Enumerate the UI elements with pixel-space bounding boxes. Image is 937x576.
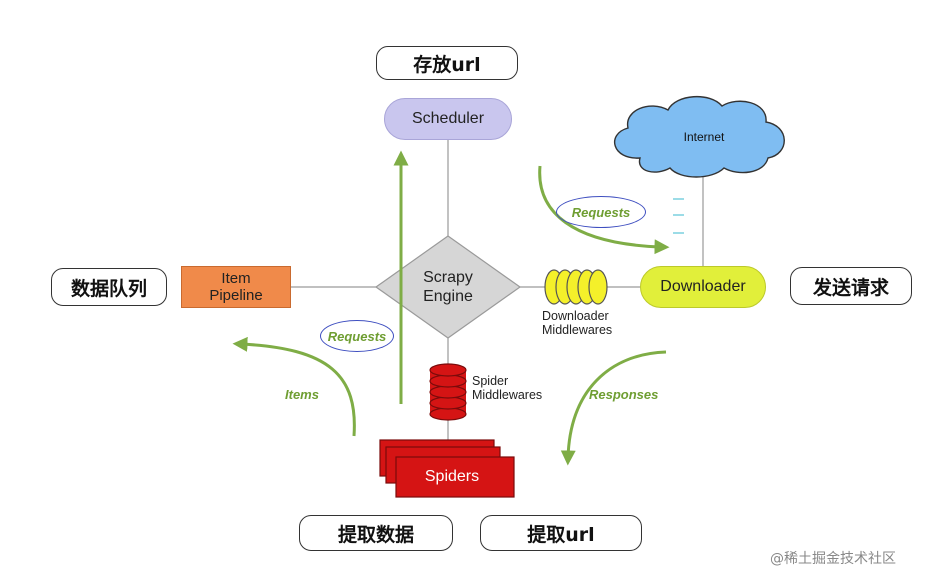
arrow-items [232,336,356,437]
internet-label: Internet [683,130,725,144]
sm-disc-4 [429,396,467,410]
extract-data-tag: 提取数据 [299,515,453,551]
arrow-responses [560,350,667,466]
responses-flow-label: Responses [589,387,659,402]
downloader-label: Downloader [660,278,746,295]
spider-middlewares-caption: Spider Middlewares [472,374,572,402]
extract-data-label: 提取数据 [337,523,414,546]
store-url-tag: 存放url [376,46,518,80]
items-flow-label: Items [285,387,319,402]
request-dashes [673,198,684,234]
scheduler-node: Scheduler [384,98,512,140]
scheduler-label: Scheduler [411,110,485,127]
spider-middlewares-icon [429,363,467,421]
sm-disc-5 [429,407,467,421]
arrow-requests-down [538,165,670,255]
extract-url-label: 提取url [527,523,595,546]
send-request-label: 发送请求 [812,276,889,299]
downloader-middlewares-caption: Downloader Middlewares [542,309,642,337]
engine-label-line2: Engine [423,288,473,305]
extract-url-tag: 提取url [480,515,642,551]
watermark: @稀土掘金技术社区 [770,551,896,567]
item-pipeline-label-line2: Pipeline [209,287,263,304]
data-queue-tag: 数据队列 [51,268,167,306]
send-request-tag: 发送请求 [790,267,912,305]
spiders-label: Spiders [424,468,480,485]
store-url-label: 存放url [413,53,481,76]
spider-middlewares-line1: Spider [472,374,509,388]
internet-cloud [614,95,785,178]
downloader-node: Downloader [640,266,766,308]
spider-middlewares-line2: Middlewares [472,388,543,402]
scrapy-engine-node: Scrapy Engine [386,262,510,312]
sm-disc-2 [429,374,467,388]
dm-disc-5 [588,269,608,305]
requests-top-label: Requests [571,204,631,220]
sm-disc-1 [429,363,467,377]
internet-node: Internet [660,128,748,146]
spiders-node: Spiders [392,458,512,496]
requests-oval-top: Requests [556,196,646,228]
engine-label-line1: Scrapy [423,269,473,286]
downloader-middlewares-line2: Middlewares [542,323,613,337]
requests-left-label: Requests [327,328,387,344]
flow-arrows [232,150,670,466]
downloader-middlewares-icon [544,269,608,305]
sm-disc-3 [429,385,467,399]
downloader-middlewares-line1: Downloader [542,309,609,323]
item-pipeline-node: Item Pipeline [181,266,291,308]
data-queue-label: 数据队列 [70,277,147,300]
item-pipeline-label-line1: Item [221,270,251,287]
spiders-card-front [395,456,515,498]
requests-oval-left: Requests [320,320,394,352]
spiders-stack [379,439,515,498]
